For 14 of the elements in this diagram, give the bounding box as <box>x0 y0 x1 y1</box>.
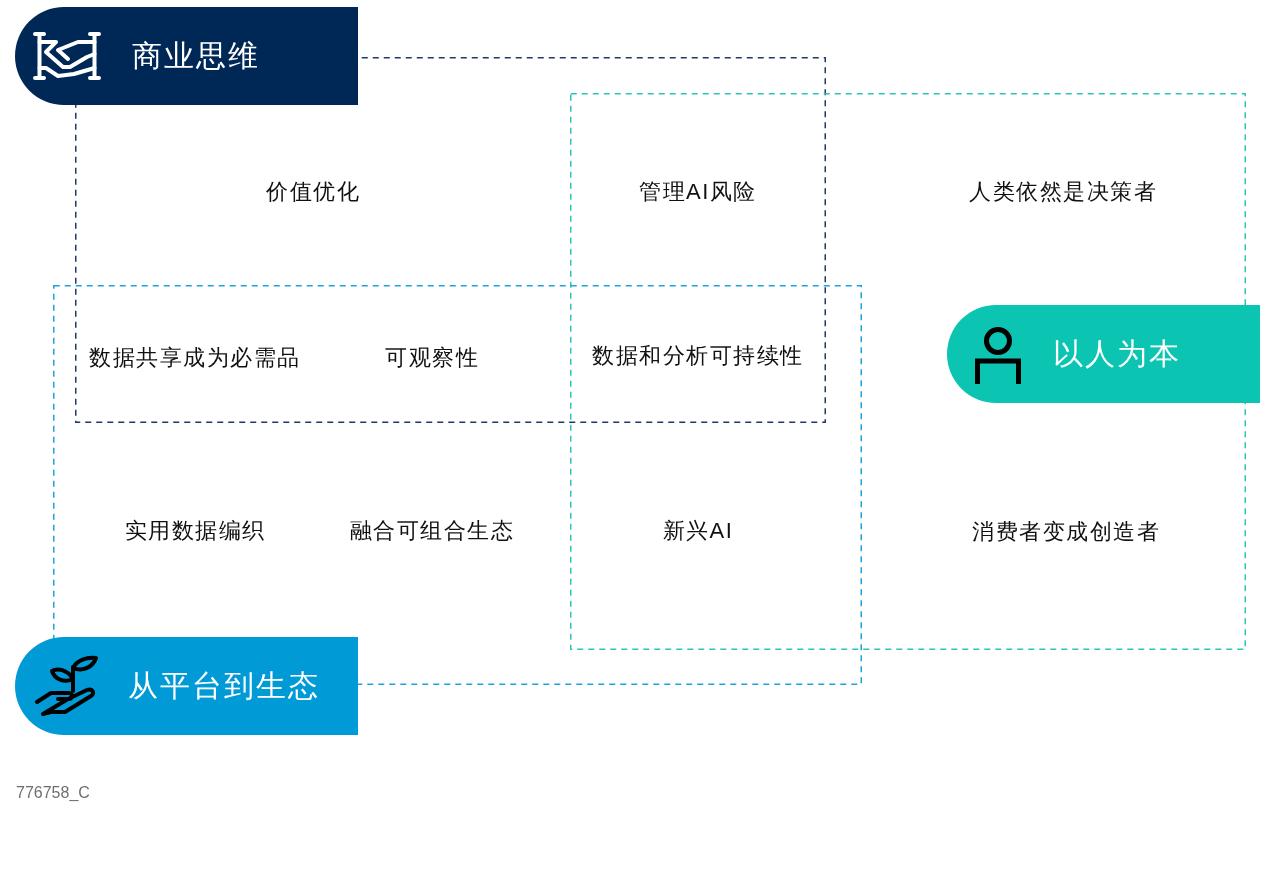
topic-label: 数据共享成为必需品 <box>89 344 301 372</box>
topic-label: 管理AI风险 <box>639 178 757 206</box>
topic-label: 融合可组合生态 <box>349 517 515 545</box>
category-heading: 以人为本 <box>1053 336 1181 372</box>
topic-label: 新兴AI <box>662 517 734 545</box>
category-heading: 从平台到生态 <box>128 668 320 704</box>
category-heading: 商业思维 <box>132 38 260 74</box>
topic-label: 人类依然是决策者 <box>969 178 1157 206</box>
topic-label: 价值优化 <box>266 178 360 206</box>
topic-label: 数据和分析可持续性 <box>592 342 804 370</box>
topic-label: 消费者变成创造者 <box>972 518 1160 546</box>
topic-label: 可观察性 <box>385 344 479 372</box>
topic-label: 实用数据编织 <box>124 517 266 545</box>
figure-id: 776758_C <box>16 783 90 803</box>
